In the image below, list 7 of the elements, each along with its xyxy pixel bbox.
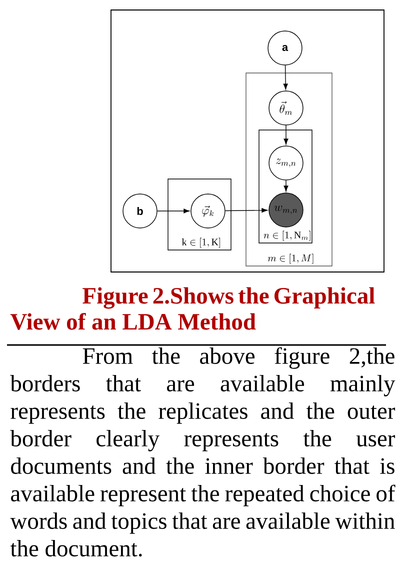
arrow [225,208,268,213]
figure-caption: Figure 2.Shows the Graphical View of an LDA Method [10,287,375,330]
arrow [284,125,288,144]
arrow [284,180,288,192]
arrow [157,208,190,214]
arrow [283,65,288,90]
body-paragraph: From the above figure 2,the borders that are available mainly represents the replicates and the outer border clearly represents the user documents and the inner border that is available represent the repeated choice of words and topics that are available within the document. [10,347,396,557]
